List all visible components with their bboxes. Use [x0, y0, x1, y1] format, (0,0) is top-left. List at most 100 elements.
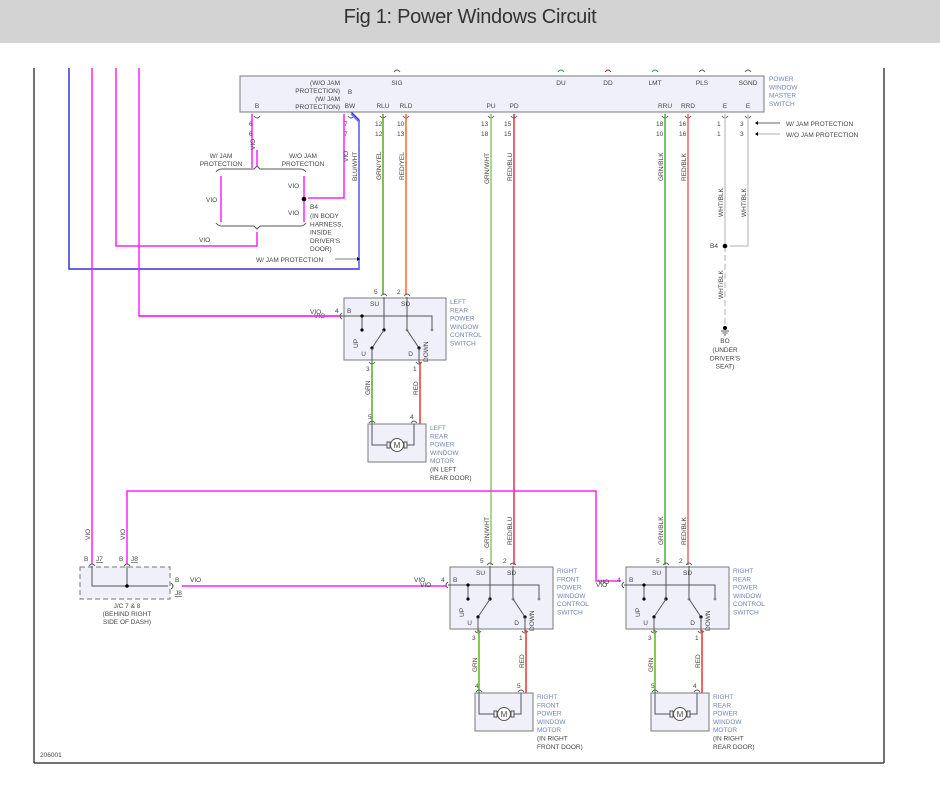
motor-pin-number: 5: [651, 683, 655, 690]
legend-w-jam: W/ JAM PROTECTION: [786, 121, 853, 128]
wire-label-red: RED: [519, 654, 526, 668]
pin-sd-number: 2: [679, 558, 683, 565]
motor-name: WINDOW: [537, 719, 566, 726]
switch-name: CONTROL: [557, 601, 589, 608]
motor-icon: [390, 438, 404, 452]
ground-icon: [721, 330, 729, 336]
ground-b4-dot: [722, 243, 728, 249]
jc-pin-j8: J8: [131, 556, 138, 563]
pin-u-number: 3: [366, 366, 370, 373]
pin-number-rlu: 12: [375, 121, 383, 128]
motor-name: RIGHT: [713, 694, 733, 701]
switch-name: POWER: [557, 585, 582, 592]
motor-location: FRONT DOOR): [537, 744, 583, 751]
motor-name: FRONT: [537, 702, 559, 709]
switch-name: FRONT: [557, 576, 579, 583]
pin-sd-label: SD: [683, 570, 692, 577]
motor-lead: [514, 693, 522, 715]
switch-name: SWITCH: [450, 341, 476, 348]
pin-number-e2: 3: [740, 131, 744, 138]
pin-b-label: B: [347, 308, 351, 315]
pin-number-rru: 10: [656, 131, 664, 138]
wire-wht-blk-2: [730, 114, 749, 247]
pin-d-label: D: [408, 351, 413, 358]
pin-d-number: 1: [695, 635, 699, 642]
pin-u-label: U: [643, 620, 648, 627]
motor-lead: [407, 424, 415, 446]
legend-wo-jam: W/O JAM PROTECTION: [786, 132, 859, 139]
motor-lead: [690, 693, 698, 715]
legend-arrowhead-wo-jam: [755, 132, 758, 136]
motor-lead: [654, 693, 670, 715]
jc-pin-b1: B: [84, 556, 88, 563]
jc-pin-b-out: B: [175, 577, 179, 584]
figure-id: 206001: [40, 752, 62, 759]
pin-su-label: SU: [652, 570, 661, 577]
motor-pin-number: 4: [475, 683, 479, 690]
motor-name: MOTOR: [430, 458, 454, 465]
pin-su-label: SU: [476, 570, 485, 577]
wire-label-wht-blk: WHT/BLK: [718, 187, 725, 217]
node: [360, 314, 364, 318]
pin-u-label: U: [361, 351, 366, 358]
wire-label-red: RED: [695, 654, 702, 668]
down-blade: [512, 598, 526, 618]
ground-desc: (UNDER: [712, 347, 738, 354]
connector-pin: [557, 69, 565, 73]
jc-pin-b2: B: [119, 556, 123, 563]
master-pin-rld: RLD: [399, 103, 412, 110]
w-jam-label: PROTECTION: [200, 161, 243, 168]
connector-pin: [253, 115, 261, 119]
master-pin-pls: PLS: [696, 80, 709, 87]
switch-name: SWITCH: [557, 610, 583, 617]
title-bar: Fig 1: Power Windows Circuit: [0, 0, 940, 43]
master-pin-rlu: RLU: [376, 103, 389, 110]
junction-name: SIDE OF DASH): [103, 619, 151, 626]
connector-pin: [415, 361, 423, 365]
wire-label-vio: VIO: [310, 309, 321, 316]
motor-body: [474, 692, 534, 732]
wire-vio-j8: [126, 490, 621, 582]
master-pin-pd: PD: [509, 103, 518, 110]
splice-b4-desc: DOOR): [310, 246, 332, 253]
node: [642, 597, 646, 601]
connector-pin: [368, 420, 376, 424]
wire-label-grn-yel: GRN/YEL: [376, 151, 383, 180]
wire-label-red-blk: RED/BLK: [681, 153, 688, 181]
motor-name: REAR: [430, 433, 448, 440]
motor-location: (IN RIGHT: [537, 736, 568, 743]
wire-label-grn: GRN: [648, 657, 655, 672]
w-jam-arrow-label: W/ JAM PROTECTION: [256, 257, 323, 264]
connector-pin: [621, 581, 625, 589]
master-pin-rrd: RRD: [681, 103, 695, 110]
b-bus: [624, 584, 716, 599]
wire-label-vio: VIO: [120, 529, 127, 540]
wire-label-vio: VIO: [250, 139, 257, 150]
wire-label-blu-wht: BLU/WHT: [352, 152, 359, 181]
up-blade: [371, 329, 385, 349]
master-switch-name: SWITCH: [769, 101, 795, 108]
wire-label-red-yel: RED/YEL: [399, 152, 406, 180]
pin-b-number: 4: [335, 308, 339, 315]
pin-d-label: D: [690, 620, 695, 627]
motor-icon: [673, 707, 687, 721]
w-jam-label: (W/ JAM: [315, 96, 340, 103]
pin-b-label: B: [453, 577, 457, 584]
pin-number-e1: 1: [717, 131, 721, 138]
switch-name: REAR: [733, 576, 751, 583]
pin-su-label: SU: [370, 301, 379, 308]
b-bus: [342, 315, 433, 330]
connector-pin: [650, 630, 658, 634]
node: [642, 583, 646, 587]
motor-icon: [497, 707, 511, 721]
connector-pin: [685, 562, 693, 566]
switch-name: CONTROL: [450, 332, 482, 339]
ground-desc: DRIVER'S: [710, 355, 741, 362]
wire-label-vio: VIO: [288, 210, 299, 217]
pin-number-e1: 1: [717, 121, 721, 128]
pin-b-label: B: [629, 577, 633, 584]
pin-number-pu: 18: [481, 131, 489, 138]
